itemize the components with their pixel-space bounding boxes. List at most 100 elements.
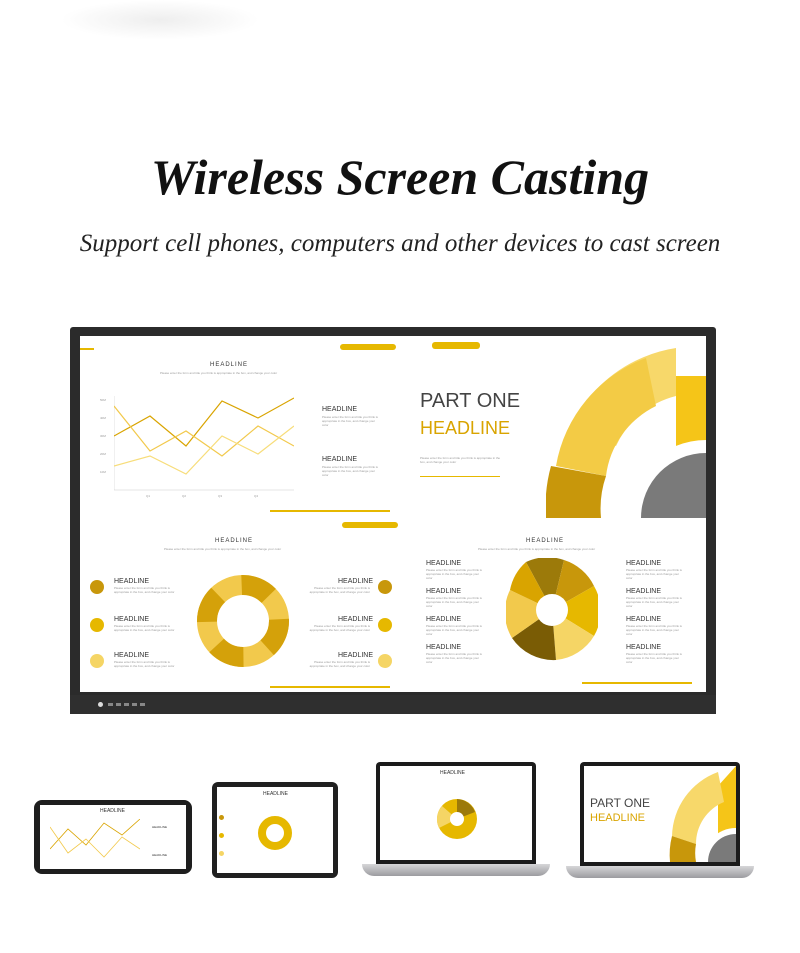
slide-part-one: PART ONE HEADLINE Please enter the form … xyxy=(406,336,706,518)
step-text: Please enter the form and title you thin… xyxy=(114,586,175,594)
phone-side-headline: HEADLINE xyxy=(152,853,168,857)
laptop-device: PART ONE HEADLINE xyxy=(566,762,754,892)
x-tick: Q3 xyxy=(218,494,223,498)
tablet-cycle xyxy=(258,816,292,850)
laptop-screen: PART ONE HEADLINE xyxy=(584,766,736,862)
side-headline: HEADLINE xyxy=(322,456,358,463)
item-headline: HEADLINE xyxy=(426,644,462,651)
accent-bar xyxy=(270,510,390,512)
y-tick: 50M xyxy=(100,398,106,402)
step-text: Please enter the form and title you thin… xyxy=(309,660,370,668)
step-headline: HEADLINE xyxy=(114,578,150,585)
tablet-step-icon xyxy=(219,815,224,820)
page-title: Wireless Screen Casting xyxy=(150,149,650,205)
phone-side-headline: HEADLINE xyxy=(152,825,168,829)
item-text: Please enter the form and title you thin… xyxy=(626,624,682,636)
item-text: Please enter the form and title you thin… xyxy=(626,596,682,608)
step-icon xyxy=(90,654,104,668)
step-icon xyxy=(378,654,392,668)
step-headline: HEADLINE xyxy=(114,616,150,623)
smart-board-screen: HEADLINE Please enter the form and title… xyxy=(80,336,706,692)
accent-pill xyxy=(432,342,480,349)
x-tick: Q1 xyxy=(146,494,151,498)
step-icon xyxy=(378,580,392,594)
slide-headline: HEADLINE xyxy=(526,538,565,544)
tablet-step-icon xyxy=(219,833,224,838)
item-headline: HEADLINE xyxy=(426,588,462,595)
part-one-headline: HEADLINE xyxy=(420,418,511,438)
laptop-device: HEADLINE xyxy=(362,762,550,892)
item-text: Please enter the form and title you thin… xyxy=(426,652,482,664)
step-headline: HEADLINE xyxy=(338,616,374,623)
item-headline: HEADLINE xyxy=(426,560,462,567)
slide-cycle: HEADLINE Please enter the form and title… xyxy=(80,522,403,692)
laptop-base xyxy=(362,864,550,876)
item-headline: HEADLINE xyxy=(626,644,662,651)
laptop-part-headline: HEADLINE xyxy=(590,812,646,824)
side-text: Please enter the form and title you thin… xyxy=(322,465,378,477)
step-icon xyxy=(90,618,104,632)
slide-headline: HEADLINE xyxy=(215,538,254,544)
part-one-title: PART ONE xyxy=(420,390,521,412)
accent-bar xyxy=(270,686,390,688)
y-tick: 20M xyxy=(100,452,106,456)
series-line xyxy=(114,425,294,475)
step-text: Please enter the form and title you thin… xyxy=(114,660,175,668)
laptop-wheel xyxy=(436,799,477,839)
slide-line-chart: HEADLINE Please enter the form and title… xyxy=(80,336,403,518)
step-text: Please enter the form and title you thin… xyxy=(309,624,370,632)
item-headline: HEADLINE xyxy=(626,616,662,623)
step-headline: HEADLINE xyxy=(338,652,374,659)
front-ports xyxy=(108,703,148,706)
step-text: Please enter the form and title you thin… xyxy=(309,586,370,594)
segmented-wheel xyxy=(506,558,598,661)
power-button[interactable] xyxy=(98,702,103,707)
item-text: Please enter the form and title you thin… xyxy=(626,568,682,580)
cycle-ring xyxy=(197,575,289,667)
tablet-headline: HEADLINE xyxy=(263,791,289,797)
slide-wheel: HEADLINE Please enter the form and title… xyxy=(406,522,706,692)
step-icon xyxy=(378,618,392,632)
side-text: Please enter the form and title you thin… xyxy=(322,415,378,427)
item-text: Please enter the form and title you thin… xyxy=(426,596,482,608)
laptop-base xyxy=(566,866,754,878)
item-headline: HEADLINE xyxy=(626,560,662,567)
x-tick: Q2 xyxy=(182,494,187,498)
search-pill xyxy=(342,522,398,528)
phone-screen: HEADLINE HEADLINE HEADLINE xyxy=(40,805,186,869)
step-icon xyxy=(90,580,104,594)
series-line xyxy=(114,405,294,457)
phone-line-chart xyxy=(50,819,140,858)
tablet-device: HEADLINE xyxy=(212,782,338,878)
item-headline: HEADLINE xyxy=(426,616,462,623)
step-headline: HEADLINE xyxy=(338,578,374,585)
step-text: Please enter the form and title you thin… xyxy=(114,624,175,632)
slide-caption: Please enter the form and title you thin… xyxy=(164,547,282,551)
series-line xyxy=(114,397,294,447)
x-tick: Q4 xyxy=(254,494,259,498)
line-chart xyxy=(114,396,294,491)
accent-bar xyxy=(582,682,692,684)
accent-bar xyxy=(80,348,94,350)
part-one-text: Please enter the form and title you thin… xyxy=(420,456,501,464)
radial-bar-chart xyxy=(546,336,706,518)
side-headline: HEADLINE xyxy=(322,406,358,413)
laptop-radial xyxy=(669,766,736,862)
laptop-part-one: PART ONE xyxy=(590,796,651,810)
phone-headline: HEADLINE xyxy=(100,808,126,814)
phone-device: HEADLINE HEADLINE HEADLINE xyxy=(34,800,192,874)
y-tick: 40M xyxy=(100,416,106,420)
tablet-screen: HEADLINE xyxy=(217,787,333,873)
step-headline: HEADLINE xyxy=(114,652,150,659)
laptop-headline: HEADLINE xyxy=(440,770,466,776)
y-tick: 30M xyxy=(100,434,106,438)
page-subtitle: Support cell phones, computers and other… xyxy=(79,230,721,257)
accent-bar xyxy=(420,476,500,477)
search-pill xyxy=(340,344,396,350)
item-headline: HEADLINE xyxy=(626,588,662,595)
item-text: Please enter the form and title you thin… xyxy=(426,624,482,636)
top-shadow xyxy=(60,0,260,40)
slide-caption: Please enter the form and title you thin… xyxy=(478,547,596,551)
laptop-screen: HEADLINE xyxy=(380,766,532,860)
smart-board-bezel xyxy=(70,695,716,714)
